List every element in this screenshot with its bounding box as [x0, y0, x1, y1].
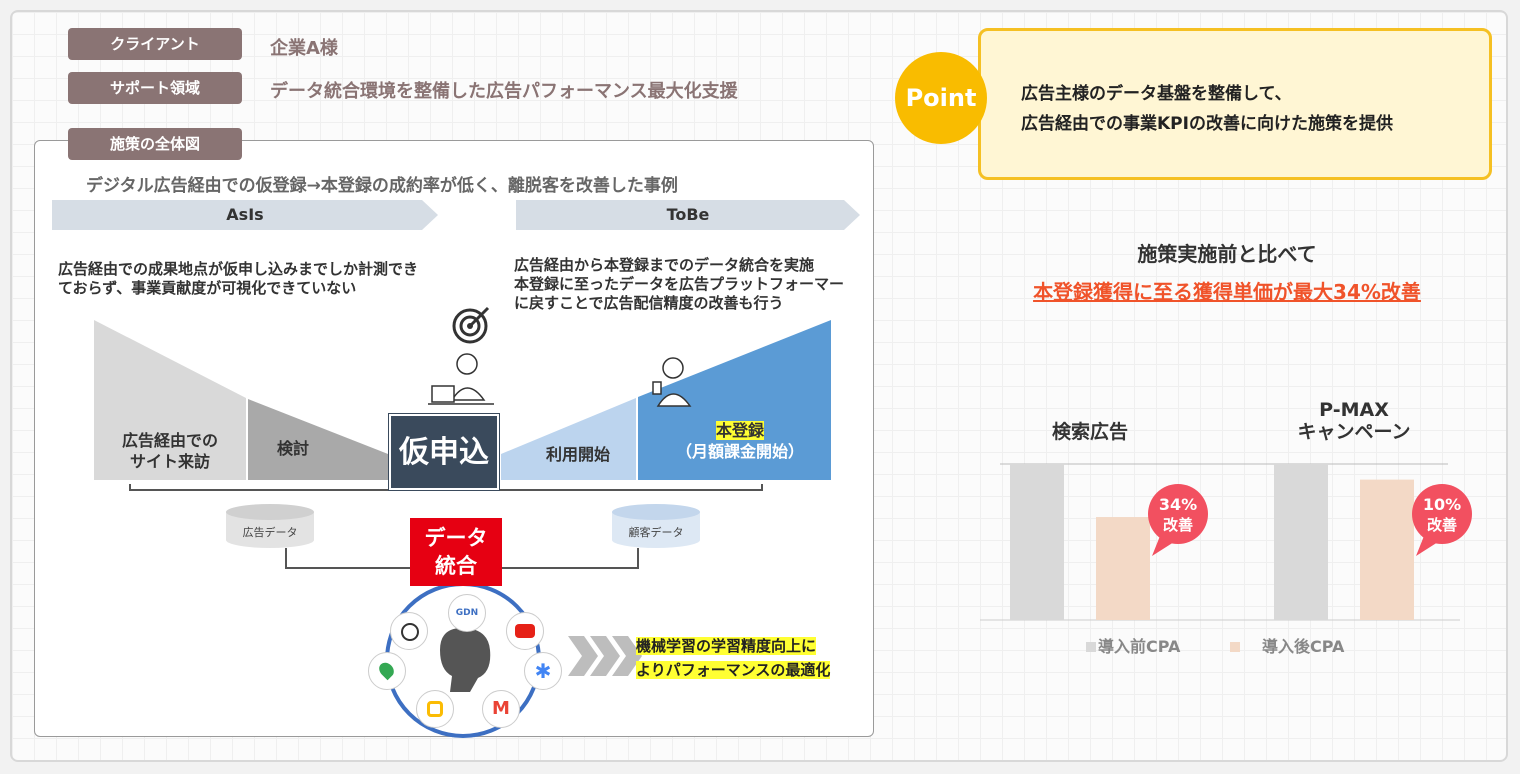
legend-label-1: 導入後CPA [1262, 637, 1345, 656]
sparkle-icon: ✱ [524, 652, 562, 690]
support-area-value: データ統合環境を整備した広告パフォーマンス最大化支援 [270, 81, 738, 102]
bar-after-1 [1360, 479, 1414, 620]
overview-tag: 施策の全体図 [68, 128, 242, 160]
asis-band: AsIs [52, 200, 438, 230]
funnel-diagram [94, 306, 831, 738]
gmail-icon: M [482, 690, 520, 728]
ml-head-icon [440, 628, 491, 692]
target-icon [452, 306, 490, 344]
gdn-icon: GDN [448, 594, 486, 632]
tobe-band: ToBe [516, 200, 860, 230]
asis-desc-1: 広告経由での成果地点が仮申し込みまでしか計測でき [58, 260, 419, 278]
data-integration-box: データ統合 [410, 518, 502, 586]
stage-review-label: 検討 [276, 439, 309, 458]
result-line-2: 本登録獲得に至る獲得単価が最大34%改善 [1033, 280, 1421, 304]
person-laptop-icon [428, 353, 494, 405]
stage-register-shape [638, 320, 831, 480]
point-box: 広告主様のデータ基盤を整備して、 広告経由での事業KPIの改善に向けた施策を提供 [978, 28, 1492, 180]
improvement-bubble-0 [1148, 484, 1208, 544]
improvement-pct-0: 34% [1159, 495, 1197, 514]
ad-data-store: 広告データ [226, 504, 314, 550]
client-value: 企業A様 [270, 38, 338, 59]
tobe-desc-1: 広告経由から本登録までのデータ統合を実施 [514, 256, 815, 274]
asis-desc-2: ておらず、事業貢献度が可視化できていない [58, 279, 357, 297]
customer-data-store: 顧客データ [612, 504, 700, 550]
maps-icon [368, 652, 406, 690]
google-ads-icon [416, 690, 454, 728]
stage-review-shape [248, 399, 388, 480]
stage-start-label: 利用開始 [545, 445, 610, 464]
ml-optimization-text: 機械学習の学習精度向上に よりパフォーマンスの最適化 [636, 637, 831, 679]
stage-start-shape [501, 398, 636, 480]
result-line-1: 施策実施前と比べて [1137, 242, 1317, 266]
point-line-1: 広告主様のデータ基盤を整備して、 [1021, 84, 1292, 104]
improvement-label-1: 改善 [1427, 516, 1457, 534]
funnel-bracket [129, 484, 763, 491]
tobe-desc-3: に戻すことで広告配信精度の改善も行う [514, 294, 784, 312]
chevron-arrows-icon [568, 636, 642, 676]
stage-visit-label: 広告経由でのサイト来訪 [121, 431, 218, 471]
chat-icon [390, 612, 428, 650]
support-area-tag: サポート領域 [68, 72, 242, 104]
person-phone-icon [652, 357, 692, 407]
bar-before-1 [1274, 464, 1328, 620]
stage-visit-shape [94, 320, 246, 480]
client-tag: クライアント [68, 28, 242, 60]
legend-swatch-1 [1230, 642, 1240, 652]
legend-swatch-0 [1086, 642, 1096, 652]
tobe-desc-2: 本登録に至ったデータを広告プラットフォーマー [514, 275, 845, 293]
category-label-1: P-MAX [1319, 400, 1389, 421]
improvement-bubble-1 [1412, 484, 1472, 544]
legend-label-0: 導入前CPA [1098, 637, 1181, 656]
youtube-icon [506, 612, 544, 650]
point-badge: Point [895, 52, 987, 144]
improvement-pct-1: 10% [1423, 495, 1461, 514]
case-title: デジタル広告経由での仮登録→本登録の成約率が低く、離脱客を改善した事例 [86, 176, 678, 196]
stage-provisional-box: 仮申込 [389, 414, 499, 490]
bar-after-0 [1096, 517, 1150, 620]
stage-register-label: 本登録 （月額課金開始） [675, 421, 804, 461]
category-label-1: キャンペーン [1297, 421, 1410, 443]
bar-before-0 [1010, 464, 1064, 620]
category-label-0: 検索広告 [1052, 420, 1128, 443]
point-line-2: 広告経由での事業KPIの改善に向けた施策を提供 [1021, 114, 1393, 134]
improvement-label-0: 改善 [1163, 516, 1193, 534]
